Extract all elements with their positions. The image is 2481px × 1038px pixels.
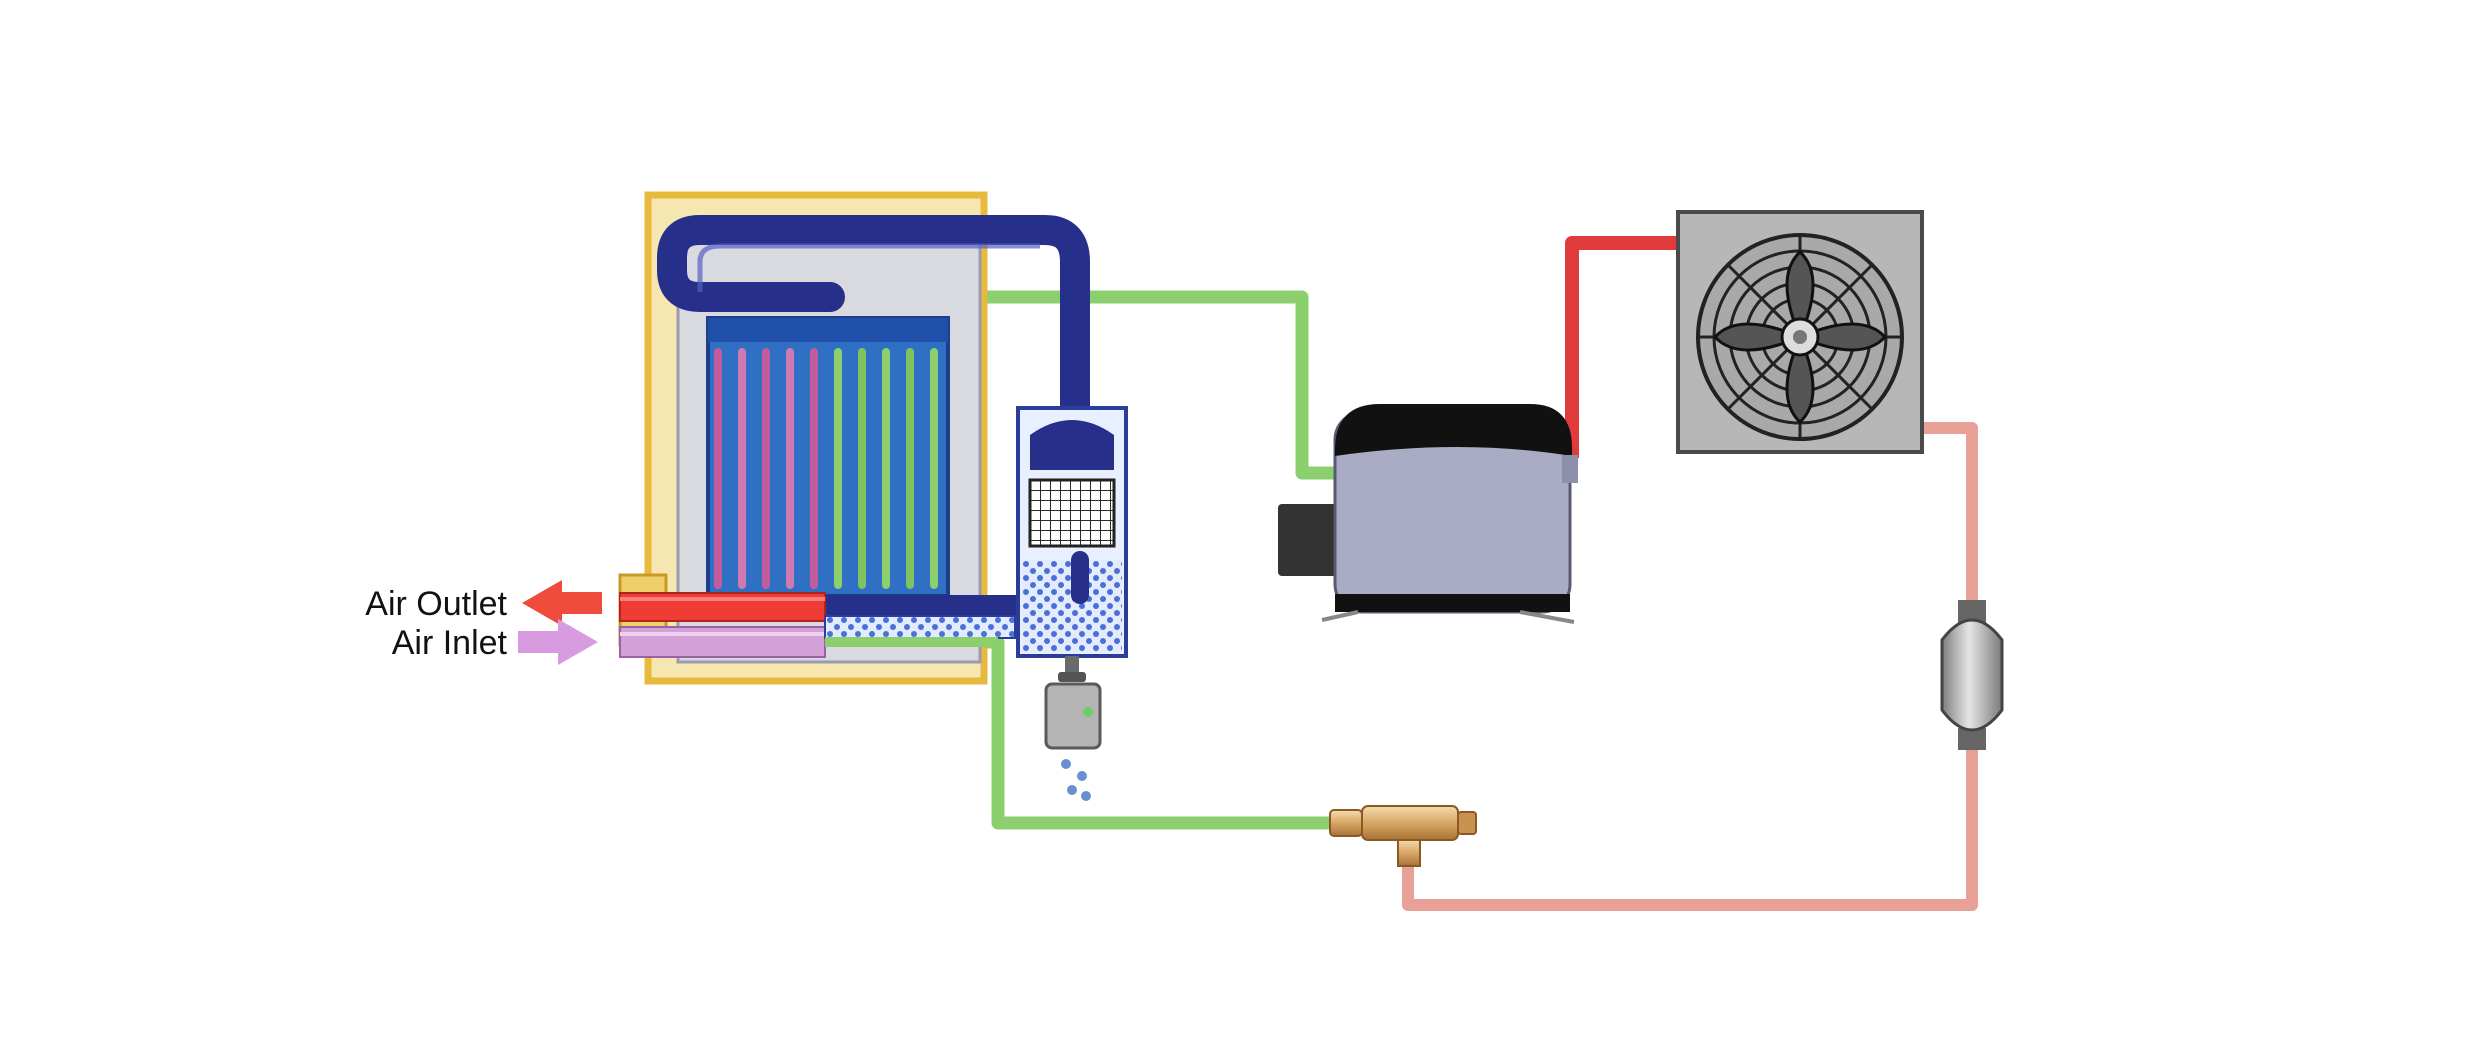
evaporator-tube	[657, 215, 1090, 450]
moisture-separator	[1016, 406, 1128, 658]
hot-gas-discharge-line	[1565, 236, 1678, 458]
filter-drier-icon	[1940, 600, 2004, 750]
expansion-valve-icon	[1329, 805, 1477, 867]
drain-water-droplets	[1061, 759, 1091, 801]
air-inlet-pipe	[619, 626, 826, 658]
cold-air-channel	[824, 615, 1016, 639]
compressor	[1278, 404, 1578, 624]
air-inlet-arrow	[518, 619, 598, 665]
air-outlet-label: Air Outlet	[365, 585, 507, 623]
air-inlet-label: Air Inlet	[392, 624, 508, 662]
evaporator-tube-highlight	[697, 243, 1040, 292]
condenser-fan-icon	[1696, 233, 1904, 441]
air-outlet-arrow	[522, 580, 602, 626]
air-outlet-pipe	[619, 592, 826, 622]
heat-exchanger-tube-bundle	[706, 316, 950, 598]
liquid-line	[1402, 422, 1978, 911]
drain-valve	[1044, 656, 1102, 750]
